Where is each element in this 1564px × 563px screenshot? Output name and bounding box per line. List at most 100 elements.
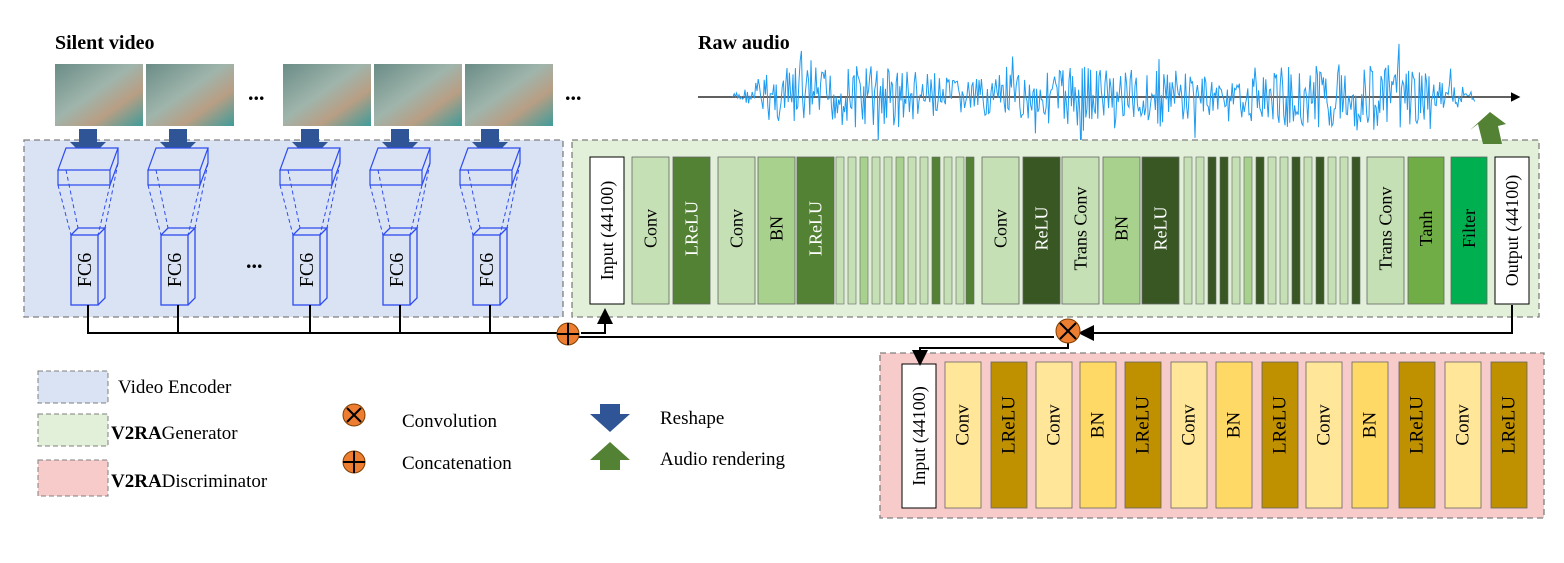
legend-concatenation: Concatenation (402, 453, 512, 474)
generator-layer-block (1450, 156, 1488, 305)
reshape-arrow-icon (160, 129, 196, 160)
generator-layer-block (757, 156, 796, 305)
legend: Video Encoder V2RAGenerator V2RADiscrimi… (37, 370, 786, 497)
discriminator-layer-label: Conv (1179, 404, 1200, 446)
generator-layer-block (631, 156, 670, 305)
generator-layer-label: ReLU (1151, 207, 1171, 251)
reshape-arrow-icon (590, 404, 630, 432)
fc6-label: FC6 (476, 253, 498, 287)
frames-ellipsis: ... (248, 80, 265, 105)
discriminator-input-block (901, 363, 937, 509)
generator-layer-block (717, 156, 756, 305)
generator-thin-layer (955, 156, 965, 305)
generator-layer-block (1061, 156, 1100, 305)
generator-thin-layer (1255, 156, 1265, 305)
generator-layer-label: Conv (641, 209, 661, 248)
projection-line (155, 169, 169, 229)
raw-audio-title: Raw audio (698, 32, 790, 54)
generator-layer-label: Trans Conv (1071, 187, 1091, 271)
projection-line (147, 184, 162, 236)
generator-layer-block (796, 156, 835, 305)
encoder-column: FC6 (279, 129, 341, 306)
generator-input-block (589, 156, 625, 305)
discriminator-layer-label: LReLU (1133, 396, 1154, 454)
audio-waveform (732, 43, 1476, 158)
fc6-box-side (472, 227, 509, 306)
generator-thin-layer (907, 156, 917, 305)
discriminator-layer-label: Conv (1453, 404, 1474, 446)
encoder-column: FC6 (369, 129, 431, 306)
generator-thin-layer (1327, 156, 1337, 305)
generator-thin-layer (965, 156, 975, 305)
convolution-icon (342, 403, 366, 427)
generator-layer-label: Trans Conv (1376, 187, 1396, 271)
legend-generator: V2RAGenerator (111, 423, 238, 444)
generator-thin-layer (1339, 156, 1349, 305)
feature-slab (369, 147, 431, 171)
generator-thin-layer (1279, 156, 1289, 305)
discriminator-layer-block (1124, 361, 1162, 509)
encoder-ellipsis: ... (246, 248, 263, 273)
projection-line (499, 184, 513, 236)
discriminator-layer-block (1215, 361, 1253, 509)
generator-thin-layer (847, 156, 857, 305)
discriminator-layer-block (1261, 361, 1299, 509)
video-frame (374, 64, 462, 126)
audio-rendering-arrow (1470, 112, 1506, 144)
discriminator-layer-block (1305, 361, 1343, 509)
projection-line (279, 184, 294, 236)
legend-audio-rendering: Audio rendering (660, 449, 786, 470)
legend-discriminator-bold: V2RA (111, 471, 162, 492)
legend-generator-bold: V2RA (111, 423, 162, 444)
video-frame (55, 64, 143, 126)
generator-layer-label: Conv (727, 209, 747, 248)
fc6-box-side (292, 227, 329, 306)
discriminator-layer-label: Conv (1314, 404, 1335, 446)
legend-discriminator-rest: Discriminator (162, 471, 268, 492)
generator-thin-layer (1243, 156, 1253, 305)
discriminator-layer-label: Conv (1044, 404, 1065, 446)
generator-thin-layer (1207, 156, 1217, 305)
fc6-box (160, 234, 189, 306)
generator-thin-layer (1303, 156, 1313, 305)
projection-line (287, 169, 301, 229)
generator-thin-layer (943, 156, 953, 305)
generator-thin-layer (1315, 156, 1325, 305)
concatenation-icon (342, 450, 366, 474)
generator-thin-layer (859, 156, 869, 305)
projection-line (65, 169, 79, 229)
audio-rendering-icon (590, 442, 630, 470)
generator-layer-block (981, 156, 1020, 305)
projection-line (409, 184, 423, 236)
discriminator-layer-label: LReLU (1270, 396, 1291, 454)
fc6-box (382, 234, 411, 306)
projection-line (97, 184, 111, 236)
projection-line (459, 184, 474, 236)
discriminator-layer-label: BN (1088, 412, 1109, 439)
generator-thin-layer (1219, 156, 1229, 305)
discriminator-layer-label: Conv (953, 404, 974, 446)
discriminator-input-label: Input (44100) (909, 386, 930, 485)
discriminator-layer-block (1170, 361, 1208, 509)
generator-layer-block (1102, 156, 1141, 305)
legend-discriminator: V2RADiscriminator (111, 471, 268, 492)
video-frame (283, 64, 371, 126)
legend-generator-rest: Generator (162, 423, 239, 444)
generator-layer-label: Tanh (1416, 211, 1436, 247)
generator-thin-layer (1291, 156, 1301, 305)
discriminator-layer-label: BN (1360, 412, 1381, 439)
fc6-box-side (70, 227, 107, 306)
discriminator-layer-block (1351, 361, 1389, 509)
generator-layer-block (1022, 156, 1061, 305)
generator-layer-label: ReLU (1032, 207, 1052, 251)
feature-slab (57, 147, 119, 171)
discriminator-layer-block (944, 361, 982, 509)
generator-input-label: Input (44100) (597, 181, 618, 280)
video-frame (465, 64, 553, 126)
fc6-label: FC6 (164, 253, 186, 287)
legend-reshape: Reshape (660, 408, 724, 429)
projection-line (187, 184, 201, 236)
legend-swatch-discriminator (37, 459, 109, 497)
fc6-box (292, 234, 321, 306)
